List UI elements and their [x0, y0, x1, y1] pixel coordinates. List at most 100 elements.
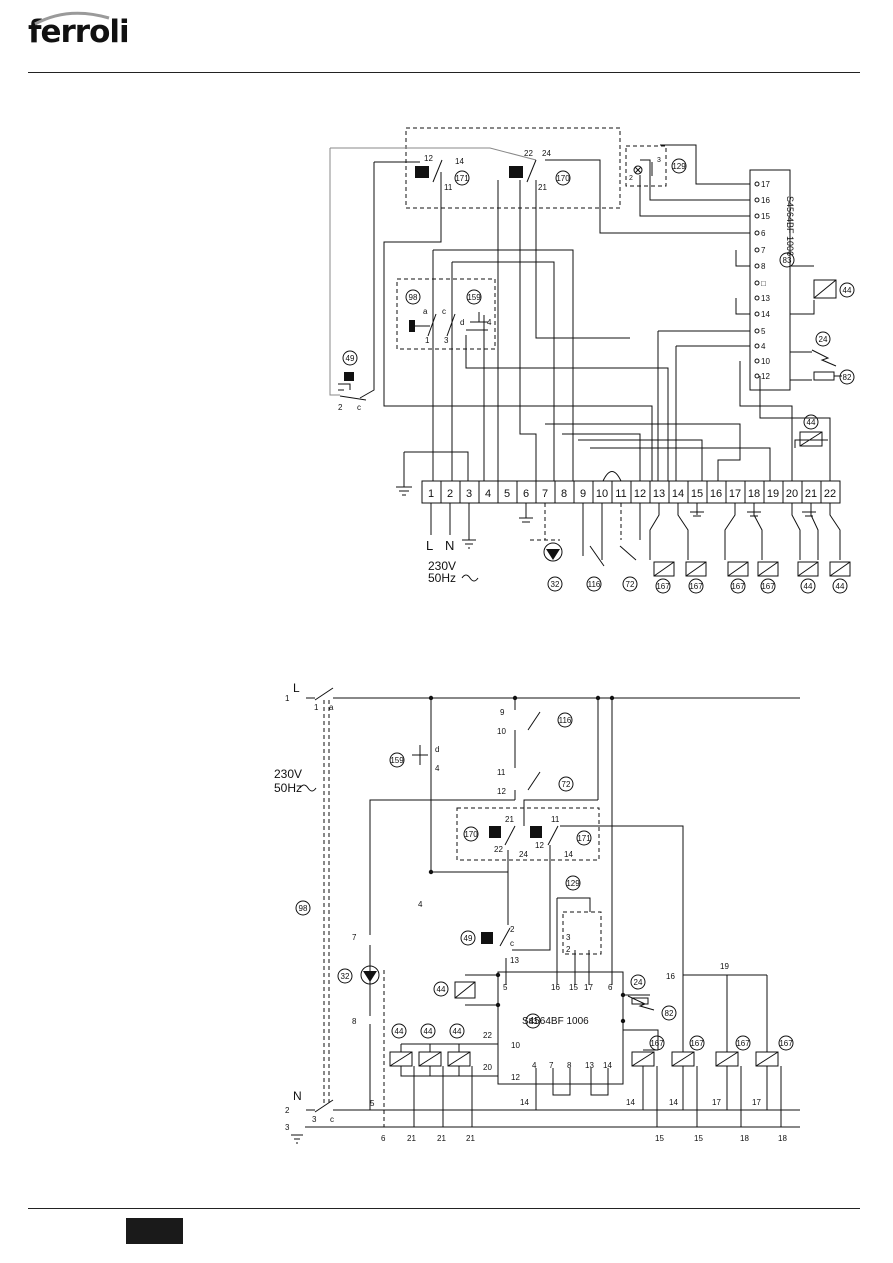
control-unit-model: S4564BF 1006	[522, 1016, 589, 1027]
terminal-label: 22	[494, 845, 503, 854]
button-159-icon	[466, 312, 488, 331]
terminal-label: 2	[285, 1106, 290, 1115]
ac-symbol-icon	[299, 784, 317, 792]
pin-label: 14	[761, 310, 770, 319]
thermostat-contact-labels: 12 14 11 22 24 21	[424, 149, 551, 192]
box-129	[625, 145, 667, 187]
pin-label: 4	[761, 342, 766, 351]
switch-170-icon	[489, 826, 501, 838]
terminal-label: c	[330, 1115, 334, 1124]
terminal-label: 22	[824, 488, 836, 500]
terminal-label: 6	[523, 488, 529, 500]
switch-72-icon	[619, 545, 637, 561]
terminal-label: 2	[566, 945, 571, 954]
contact-label: c	[357, 403, 361, 412]
ref-label: 159	[467, 293, 481, 302]
ref-label: 129	[566, 879, 580, 888]
ref-label: 83	[529, 1017, 538, 1026]
functional-terminal-labels: 1 1 a 2 3 3 c 9 10 11 12 d 4 4 7 8 5 6 2…	[285, 694, 787, 1143]
ref-label: 49	[464, 934, 473, 943]
terminal-label: 12	[497, 787, 506, 796]
terminal-label: 16	[551, 983, 560, 992]
contact-label: 12	[424, 154, 433, 163]
terminal-label: 19	[720, 962, 729, 971]
terminal-label: 24	[519, 850, 528, 859]
contact-label: 1	[425, 336, 430, 345]
pin-label: 13	[761, 294, 770, 303]
control-unit-83	[749, 169, 791, 391]
functional-diagram: L N 230V 50Hz S4564BF 1006	[274, 681, 800, 1144]
terminal-label: 6	[381, 1134, 386, 1143]
pin-label: 10	[761, 357, 770, 366]
terminal-label: 13	[510, 956, 519, 965]
neutral-label: N	[445, 538, 454, 553]
pump-32-icon	[360, 965, 380, 985]
terminal-label: 14	[672, 488, 684, 500]
button-159-icon	[412, 745, 428, 765]
terminal-label: 4	[435, 764, 440, 773]
terminal-label: 15	[691, 488, 703, 500]
pin-label: 6	[761, 229, 766, 238]
thermostat-49-icon: 2 c	[338, 372, 367, 412]
switch-98-contact-labels: a c d 4 1 3	[423, 307, 492, 345]
contact-label: 24	[542, 149, 551, 158]
contact-label: 2	[338, 403, 343, 412]
ref-label: 167	[650, 1039, 664, 1048]
main-switch-98-icon	[314, 687, 334, 701]
ref-label: 170	[556, 174, 570, 183]
ac-symbol-icon	[461, 574, 479, 582]
ref-label: 167	[761, 582, 775, 591]
contact-label: c	[442, 307, 446, 316]
switch-116-icon	[527, 711, 541, 731]
switch-170-icon	[509, 159, 537, 183]
junction-dots	[428, 695, 626, 1024]
terminal-label: 2	[510, 925, 515, 934]
ignition-24-icon	[627, 995, 655, 1011]
terminal-label: 10	[596, 488, 608, 500]
terminal-label: 10	[511, 1041, 520, 1050]
ref-label: 167	[690, 1039, 704, 1048]
control-unit-model: S4564BF 1006	[785, 196, 795, 256]
terminal-label: 13	[653, 488, 665, 500]
terminal-label: 14	[564, 850, 573, 859]
header-rule	[28, 72, 860, 73]
terminal-label: 21	[437, 1134, 446, 1143]
contact-label: d	[460, 318, 464, 327]
terminal-label: 16	[710, 488, 722, 500]
terminal-label: 21	[466, 1134, 475, 1143]
pin-label: □	[761, 279, 766, 288]
terminal-label: 3	[466, 488, 472, 500]
terminal-label: 9	[580, 488, 586, 500]
ref-label: 44	[424, 1027, 433, 1036]
contact-label: 3	[444, 336, 449, 345]
terminal-label: 17	[712, 1098, 721, 1107]
terminal-label: 22	[483, 1031, 492, 1040]
ignition-24-icon	[811, 349, 837, 367]
sensor-129-icon: 3 2	[629, 157, 661, 182]
terminal-label: 18	[740, 1134, 749, 1143]
contact-label: 2	[629, 175, 633, 182]
ref-label: 44	[836, 582, 845, 591]
ref-label: 167	[731, 582, 745, 591]
box-98-159	[396, 278, 496, 350]
page-number-box	[126, 1218, 183, 1244]
terminal-label: 19	[767, 488, 779, 500]
ref-label: 44	[843, 286, 852, 295]
ref-label: 167	[736, 1039, 750, 1048]
pin-label: 16	[761, 196, 770, 205]
terminal-label: 16	[666, 972, 675, 981]
ref-label: 49	[346, 354, 355, 363]
ref-label: 167	[779, 1039, 793, 1048]
phase-label: L	[426, 538, 433, 553]
logo-swoosh-icon	[34, 11, 110, 26]
terminal-label: c	[510, 939, 514, 948]
terminal-label: 18	[748, 488, 760, 500]
terminal-label: 12	[511, 1073, 520, 1082]
box-129	[562, 911, 602, 955]
terminal-label: 3	[285, 1123, 290, 1132]
terminal-label: 15	[694, 1134, 703, 1143]
ref-label: 167	[656, 582, 670, 591]
terminal-label: 3	[312, 1115, 317, 1124]
terminal-label: 17	[729, 488, 741, 500]
ref-label: 44	[395, 1027, 404, 1036]
